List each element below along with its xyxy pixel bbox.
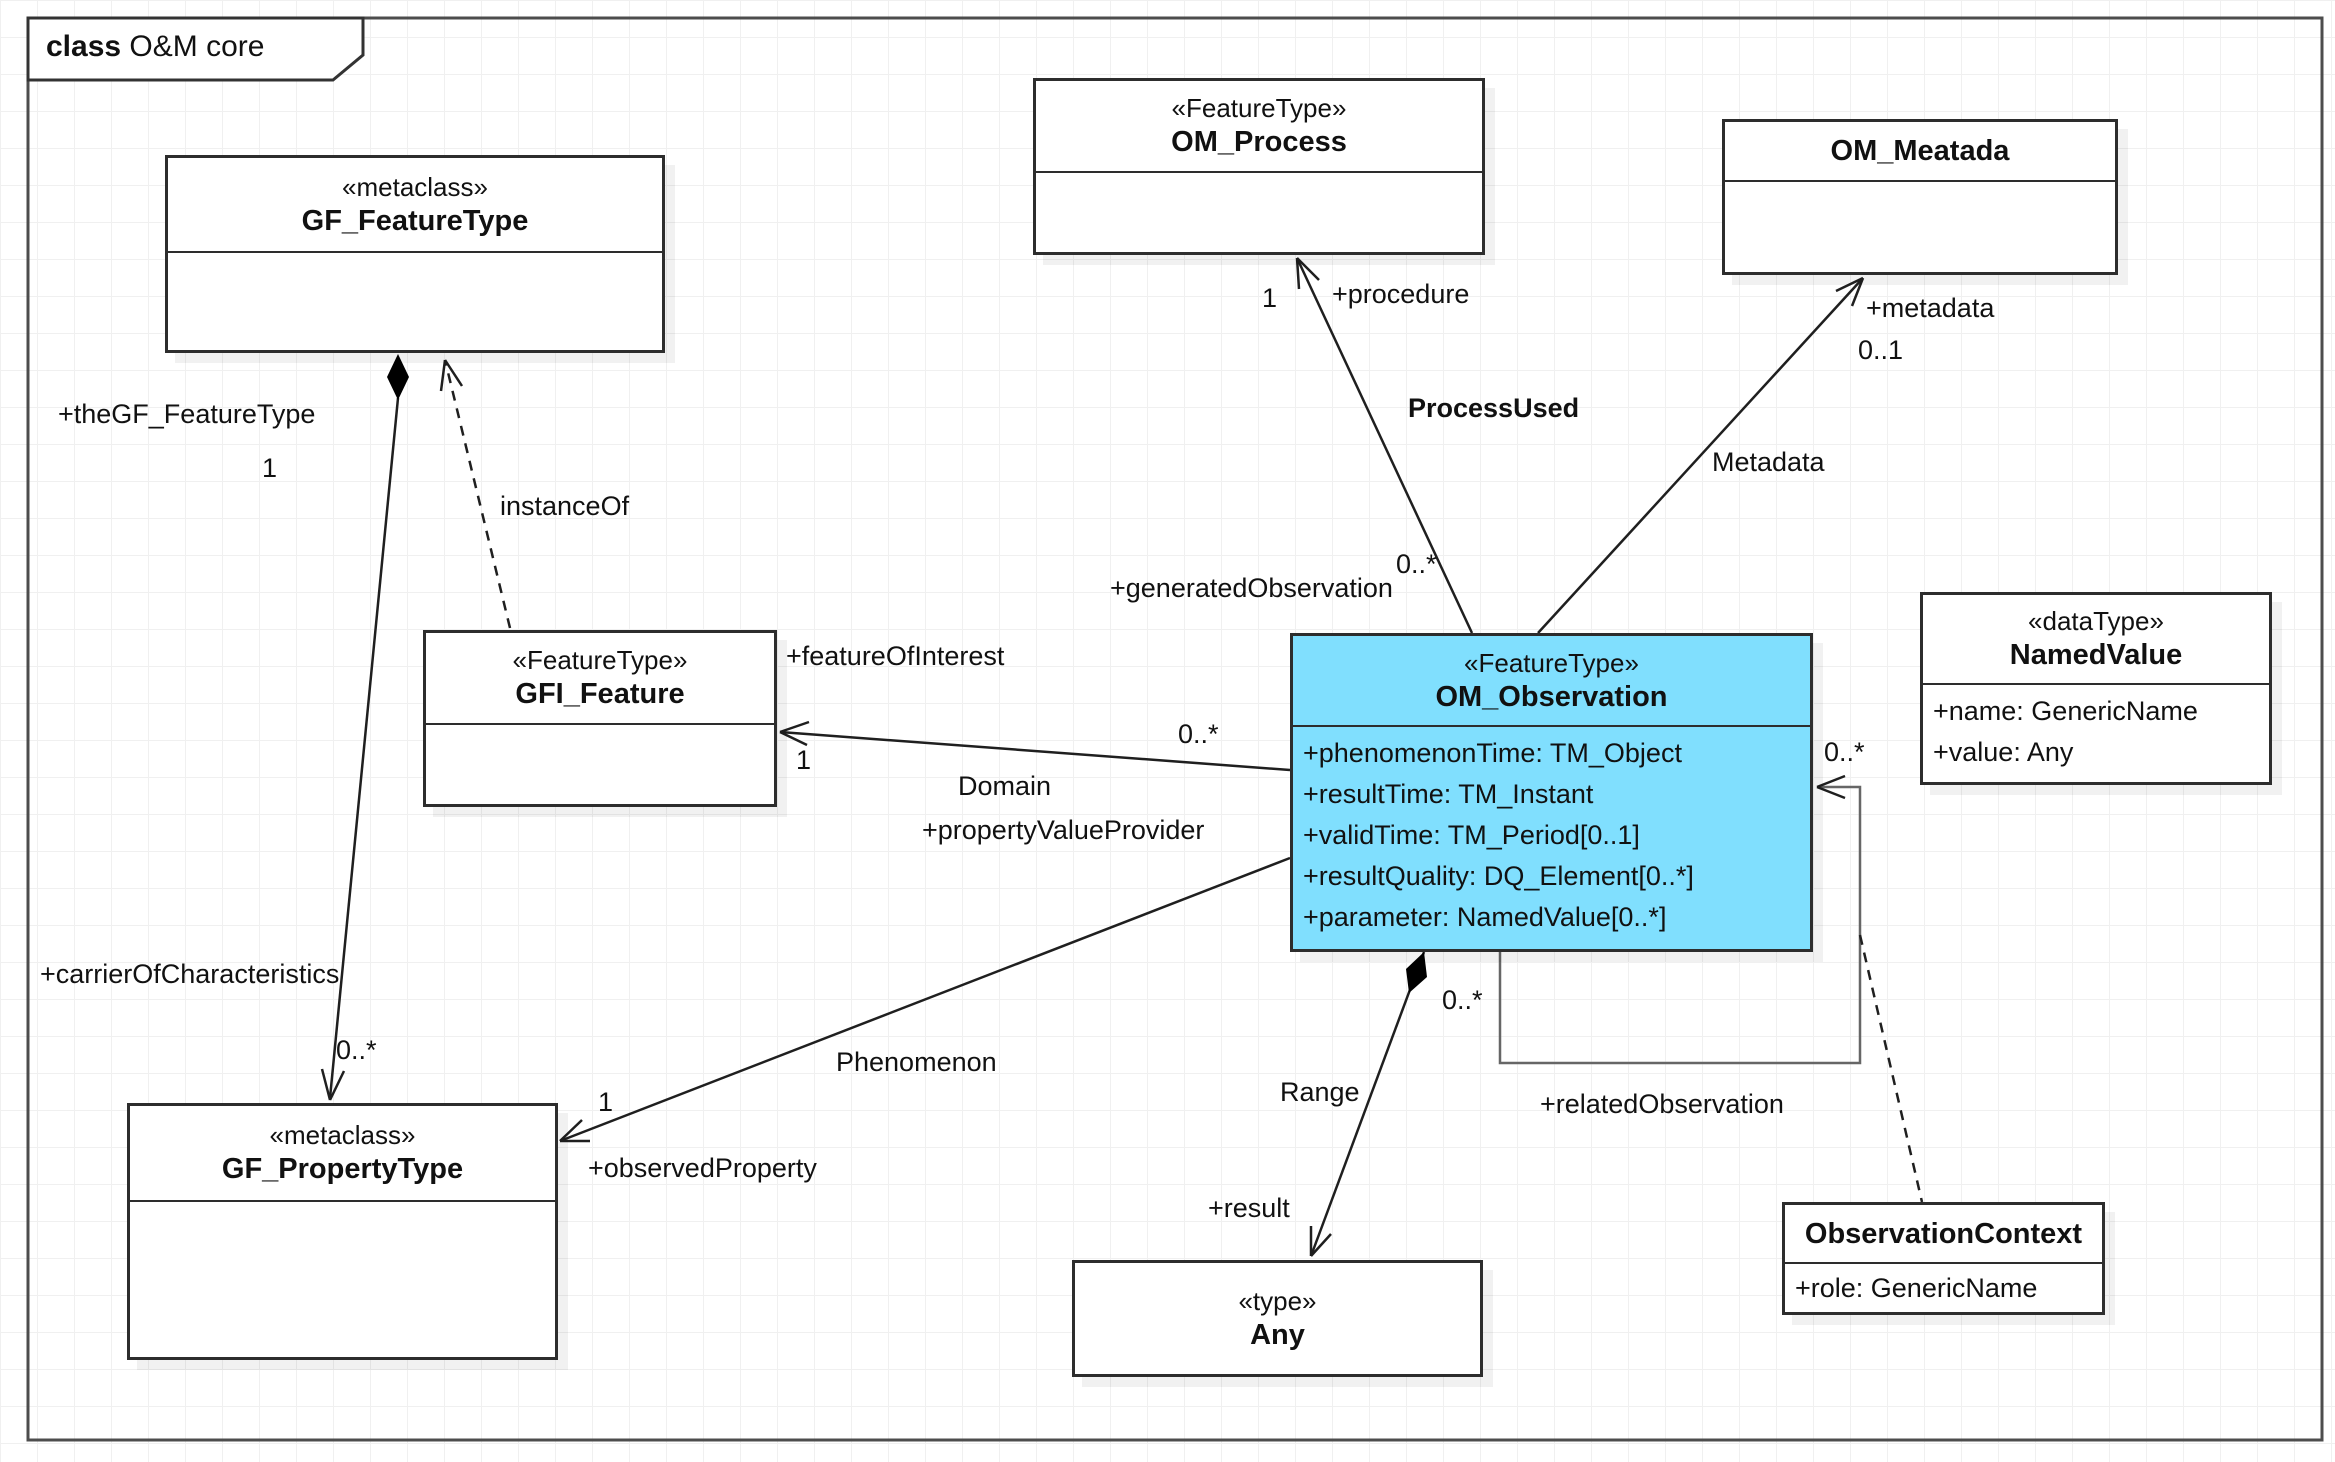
multiplicity-featureofinterest-src: 0..* (1178, 719, 1219, 749)
multiplicity-carrier: 0..* (336, 1035, 377, 1065)
association-name-domain: Domain (958, 771, 1052, 801)
multiplicity-metadata: 0..1 (1858, 335, 1904, 365)
open-arrowhead (1835, 276, 1865, 307)
role-label-generatedobservation: +generatedObservation (1110, 573, 1393, 603)
composition-diamond (387, 354, 409, 400)
class-name: OM_Observation (1435, 680, 1668, 713)
multiplicity-generatedobservation: 0..* (1396, 549, 1437, 579)
open-arrowhead (320, 1068, 346, 1101)
multiplicity-procedure: 1 (1262, 283, 1278, 313)
rel-featureofinterest[interactable] (779, 720, 1291, 772)
role-label-relatedobservation: +relatedObservation (1540, 1089, 1784, 1119)
attributes-compartment (1036, 171, 1482, 252)
dependency-label-instanceof: instanceOf (500, 491, 630, 521)
attribute: +phenomenonTime: TM_Object (1303, 738, 1682, 768)
attributes-compartment: +role: GenericName (1785, 1262, 2102, 1312)
rel-processused[interactable] (1295, 257, 1474, 634)
class-any[interactable]: «type» Any (1072, 1260, 1483, 1377)
class-om-meatada[interactable]: OM_Meatada (1722, 119, 2118, 275)
open-arrowhead (559, 1119, 590, 1143)
class-name: GF_PropertyType (221, 1153, 464, 1185)
class-name: NamedValue (2009, 639, 2183, 671)
association-name-processused: ProcessUsed (1408, 393, 1580, 423)
class-name: OM_Process (1171, 126, 1347, 158)
role-label-featureofinterest: +featureOfInterest (786, 641, 1005, 671)
class-name: OM_Meatada (1830, 135, 2010, 167)
attributes-compartment (130, 1200, 555, 1357)
class-name: Any (1250, 1318, 1305, 1351)
stereotype: «metaclass» (269, 1120, 416, 1150)
open-arrowhead (439, 359, 464, 392)
rel-phenomenon[interactable] (559, 856, 1291, 1143)
stereotype: «type» (1238, 1285, 1317, 1316)
rel-observationcontext-link[interactable] (1858, 934, 1924, 1203)
class-om-process[interactable]: «FeatureType» OM_Process (1033, 78, 1485, 255)
rel-metadata[interactable] (1537, 276, 1865, 634)
role-label-carrierofcharacteristics: +carrierOfCharacteristics (40, 959, 340, 989)
attribute: +value: Any (1933, 737, 2074, 767)
rel-relatedobservation[interactable] (1498, 774, 1862, 1065)
composition-diamond (1406, 952, 1427, 993)
attributes-compartment: +phenomenonTime: TM_Object +resultTime: … (1293, 725, 1810, 949)
attribute: +resultQuality: DQ_Element[0..*] (1303, 861, 1694, 891)
open-arrowhead (1816, 774, 1846, 800)
association-name-range: Range (1280, 1077, 1360, 1107)
rel-range-composition[interactable] (1309, 951, 1427, 1257)
attribute: +validTime: TM_Period[0..1] (1303, 820, 1640, 850)
rel-carrier-composition[interactable] (320, 354, 409, 1101)
multiplicity-featureofinterest-tgt: 1 (796, 745, 812, 775)
attribute: +role: GenericName (1795, 1273, 2038, 1303)
multiplicity-relatedobservation-tgt: 0..* (1824, 737, 1865, 767)
attribute: +name: GenericName (1933, 696, 2198, 726)
open-arrowhead (779, 720, 810, 747)
class-gf-featuretype[interactable]: «metaclass» GF_FeatureType (165, 155, 665, 353)
role-label-propertyvalueprovider: +propertyValueProvider (922, 815, 1205, 845)
open-arrowhead (1309, 1226, 1332, 1257)
diagram-frame (26, 16, 2324, 1442)
rel-instanceof-dependency[interactable] (439, 359, 512, 629)
attribute: +parameter: NamedValue[0..*] (1303, 902, 1667, 932)
association-name-metadata: Metadata (1712, 447, 1825, 477)
class-observationcontext[interactable]: ObservationContext +role: GenericName (1782, 1202, 2105, 1315)
attributes-compartment (426, 723, 774, 804)
association-name-phenomenon: Phenomenon (836, 1047, 997, 1077)
stereotype: «FeatureType» (512, 645, 688, 675)
attributes-compartment: +name: GenericName +value: Any (1923, 683, 2269, 782)
stereotype: «FeatureType» (1464, 647, 1639, 678)
frame-title-tab (26, 16, 365, 82)
role-label-procedure: +procedure (1332, 279, 1470, 309)
stereotype: «metaclass» (342, 171, 488, 202)
multiplicity-observedproperty: 1 (598, 1087, 614, 1117)
multiplicity-relatedobservation-src: 0..* (1442, 985, 1483, 1015)
attributes-compartment (168, 251, 662, 350)
multiplicity-thegf-featuretype: 1 (262, 453, 278, 483)
role-label-metadata: +metadata (1866, 293, 1995, 323)
stereotype: «FeatureType» (1171, 93, 1347, 123)
attribute: +resultTime: TM_Instant (1303, 779, 1594, 809)
role-label-result: +result (1208, 1193, 1290, 1223)
diagram-name: O&M core (129, 30, 265, 63)
class-name: GF_FeatureType (301, 204, 529, 237)
class-gf-propertytype[interactable]: «metaclass» GF_PropertyType (127, 1103, 558, 1360)
class-name: ObservationContext (1804, 1217, 2083, 1250)
class-gfi-feature[interactable]: «FeatureType» GFI_Feature (423, 630, 777, 807)
stereotype: «dataType» (2028, 606, 2164, 636)
attributes-compartment (1725, 180, 2115, 272)
diagram-title: class O&M core (46, 30, 264, 64)
class-name: GFI_Feature (515, 678, 685, 710)
class-om-observation[interactable]: «FeatureType» OM_Observation +phenomenon… (1290, 633, 1813, 952)
class-namedvalue[interactable]: «dataType» NamedValue +name: GenericName… (1920, 592, 2272, 785)
open-arrowhead (1295, 257, 1320, 290)
role-label-thegf-featuretype: +theGF_FeatureType (58, 399, 316, 429)
diagram-keyword: class (46, 30, 122, 63)
role-label-observedproperty: +observedProperty (588, 1153, 817, 1183)
